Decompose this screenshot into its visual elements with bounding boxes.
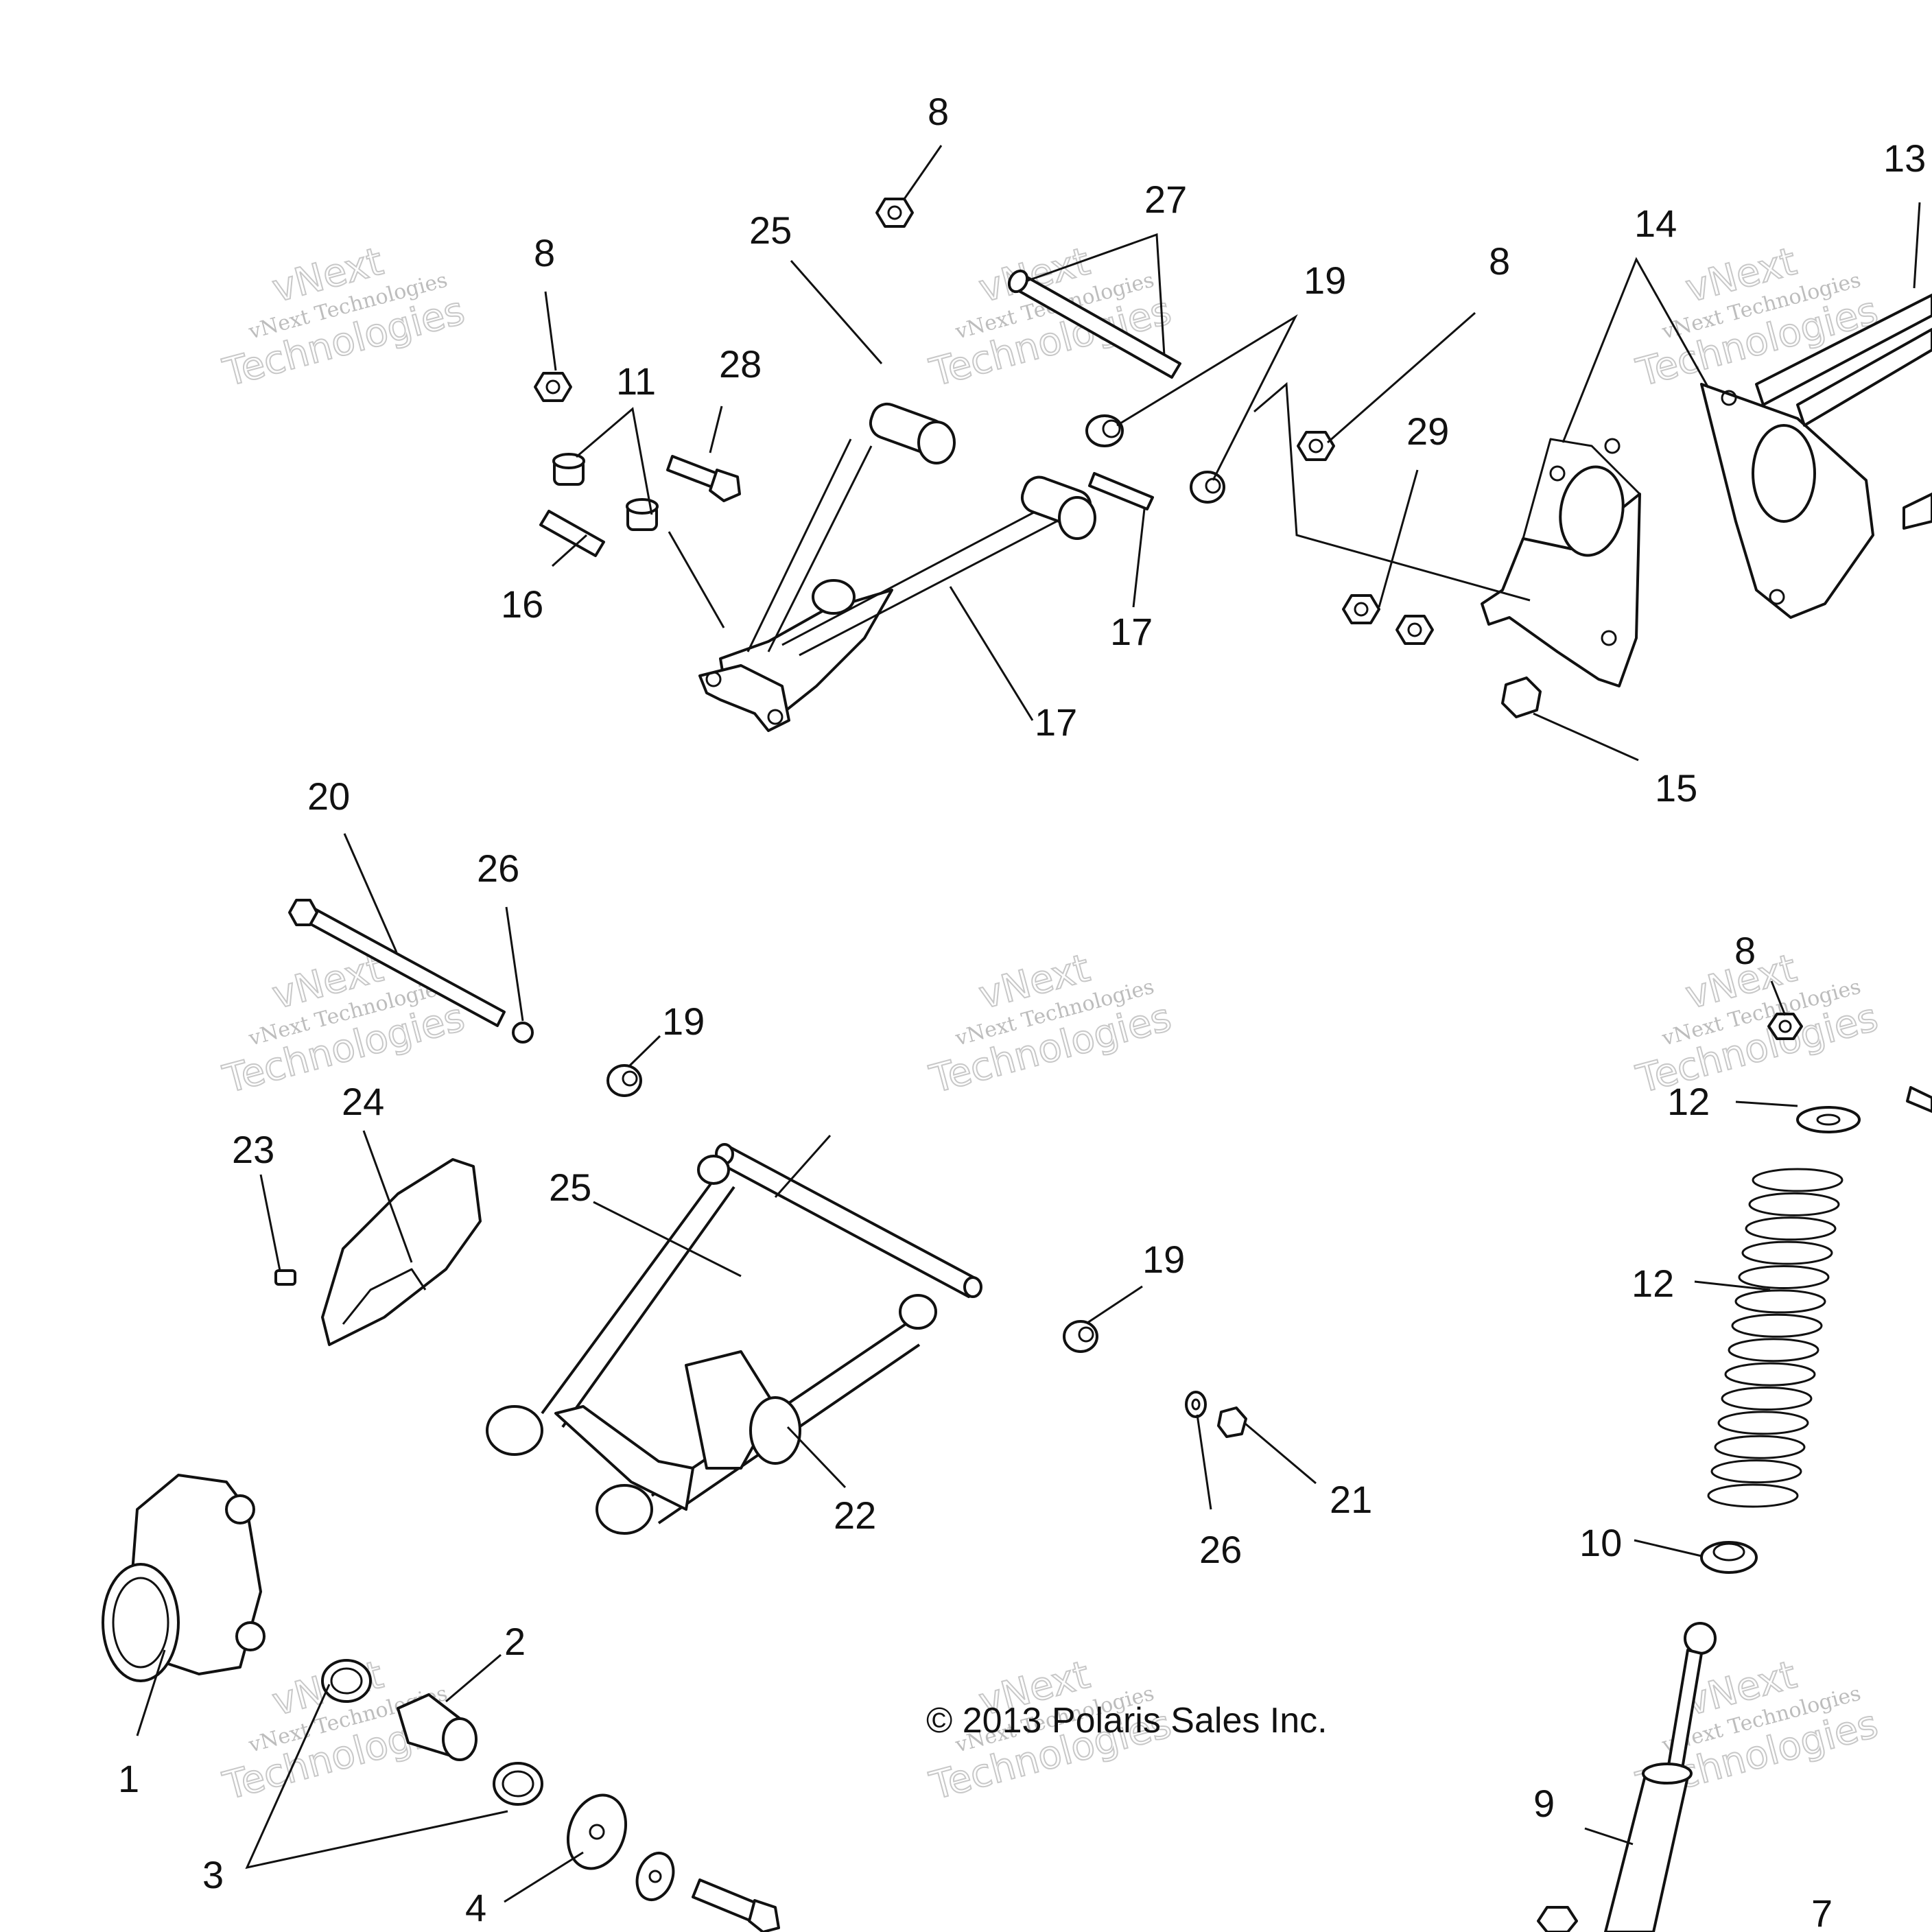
- pin-part: [1007, 269, 1181, 379]
- sleeve-part: [1088, 472, 1154, 510]
- spring-coil: [1721, 1386, 1813, 1411]
- watermark: vNext vNext Technologies Technologies: [1631, 239, 1883, 397]
- callout-1: 1: [118, 1757, 139, 1800]
- nut-part: [1342, 594, 1380, 624]
- spring-coil: [1714, 1435, 1806, 1459]
- callout-8: 8: [1734, 929, 1756, 972]
- nut-part: [875, 198, 914, 228]
- pin-part: [1906, 1086, 1932, 1113]
- spring-coil: [1734, 1289, 1826, 1314]
- bolt-part: [692, 1878, 780, 1932]
- callout-2: 2: [504, 1620, 526, 1663]
- nut-part: [1217, 1406, 1247, 1438]
- callout-18: 17: [1035, 700, 1077, 744]
- copyright-text: © 2013 Polaris Sales Inc.: [926, 1701, 1328, 1741]
- bushing-part: [606, 1064, 642, 1097]
- watermark: vNext vNext Technologies Technologies: [218, 239, 470, 397]
- spring-coil: [1717, 1411, 1809, 1435]
- callout-4: 4: [465, 1886, 486, 1929]
- watermark: vNext vNext Technologies Technologies: [218, 945, 470, 1103]
- callout-7: 7: [1811, 1892, 1833, 1932]
- callout-12: 12: [1631, 1262, 1674, 1305]
- callout-15: 14: [1634, 202, 1677, 245]
- leader-lines: [136, 145, 1921, 1903]
- bushing-part: [1063, 1320, 1098, 1353]
- callout-10: 10: [1579, 1521, 1622, 1564]
- lower-a-arm-part: [486, 1143, 982, 1535]
- watermark-group: vNext vNext Technologies Technologies vN…: [218, 239, 1883, 1810]
- callout-8: 8: [1489, 239, 1510, 283]
- callout-17: 17: [1110, 610, 1153, 653]
- callout-19: 19: [662, 1000, 705, 1043]
- parts: [102, 198, 1932, 1932]
- bolt-part: [1501, 676, 1542, 718]
- watermark: vNext vNext Technologies Technologies: [925, 945, 1177, 1103]
- bushing-part: [1190, 471, 1225, 504]
- callout-27: 28: [719, 342, 762, 386]
- callout-26: 26: [1199, 1528, 1242, 1571]
- washer-part: [1796, 1106, 1861, 1133]
- callout-19: 19: [1304, 259, 1346, 302]
- spring-coil: [1728, 1338, 1819, 1363]
- nut-part: [1297, 431, 1335, 461]
- callout-13: 12: [1667, 1080, 1710, 1123]
- callout-16: 15: [1655, 766, 1697, 810]
- bushing-part: [626, 498, 659, 531]
- spring-coil: [1724, 1362, 1816, 1387]
- bearing-part: [321, 1659, 372, 1703]
- spring-coil: [1745, 1216, 1837, 1241]
- callout-11: 11: [616, 360, 656, 403]
- callout-19: 19: [1142, 1238, 1185, 1281]
- nut-part: [534, 372, 572, 402]
- bracket-part: [1481, 438, 1641, 687]
- bearing-part: [493, 1762, 543, 1806]
- callout-28: 29: [1406, 410, 1449, 453]
- spring-coil: [1738, 1265, 1830, 1290]
- spring-seat-part: [1700, 1541, 1758, 1574]
- callout-26: 26: [477, 847, 519, 890]
- shock-part: [1537, 1622, 1717, 1932]
- callout-20: 20: [307, 775, 350, 818]
- spring-part: [1707, 1168, 1843, 1508]
- washer-part: [635, 1852, 675, 1901]
- knuckle-part: [102, 1474, 266, 1682]
- callout-17: 16: [501, 582, 543, 626]
- spring-coil: [1748, 1192, 1840, 1216]
- callout-8: 8: [534, 231, 555, 274]
- callout-25: 25: [549, 1166, 591, 1209]
- callout-24: 24: [342, 1080, 384, 1123]
- upper-a-arm-part: [698, 402, 1096, 732]
- nut-part: [1395, 615, 1434, 645]
- bolt-part: [288, 899, 534, 1044]
- spring-coil: [1710, 1459, 1802, 1484]
- callout-25: 25: [749, 209, 792, 252]
- washer-part: [566, 1793, 628, 1870]
- watermark: vNext vNext Technologies Technologies: [925, 239, 1177, 397]
- spring-coil: [1752, 1168, 1843, 1192]
- spring-coil: [1731, 1313, 1823, 1338]
- callout-22: 22: [834, 1494, 876, 1537]
- guard-part: [321, 1158, 482, 1346]
- callout-21: 21: [1330, 1478, 1372, 1521]
- callout-14: 13: [1883, 137, 1926, 180]
- spacer-part: [397, 1693, 478, 1761]
- nut-part: [1767, 1013, 1803, 1040]
- washer-part: [1185, 1391, 1207, 1418]
- callout-3: 3: [202, 1853, 224, 1896]
- bracket-part: [1700, 294, 1932, 619]
- sleeve-part: [539, 510, 605, 557]
- callout-27: 27: [1144, 178, 1187, 221]
- spring-coil: [1741, 1240, 1833, 1265]
- bushing-part: [1085, 414, 1124, 447]
- callouts: 8 25 27 8 19 8 14 13 11 28 29 16 17 17 1…: [118, 90, 1926, 1932]
- spring-coil: [1707, 1483, 1799, 1508]
- bushing-part: [552, 453, 585, 486]
- callout-8: 8: [928, 90, 949, 133]
- screw-part: [274, 1269, 296, 1286]
- bolt-part: [666, 455, 741, 502]
- callout-9: 9: [1533, 1782, 1555, 1825]
- callout-23: 23: [232, 1128, 274, 1171]
